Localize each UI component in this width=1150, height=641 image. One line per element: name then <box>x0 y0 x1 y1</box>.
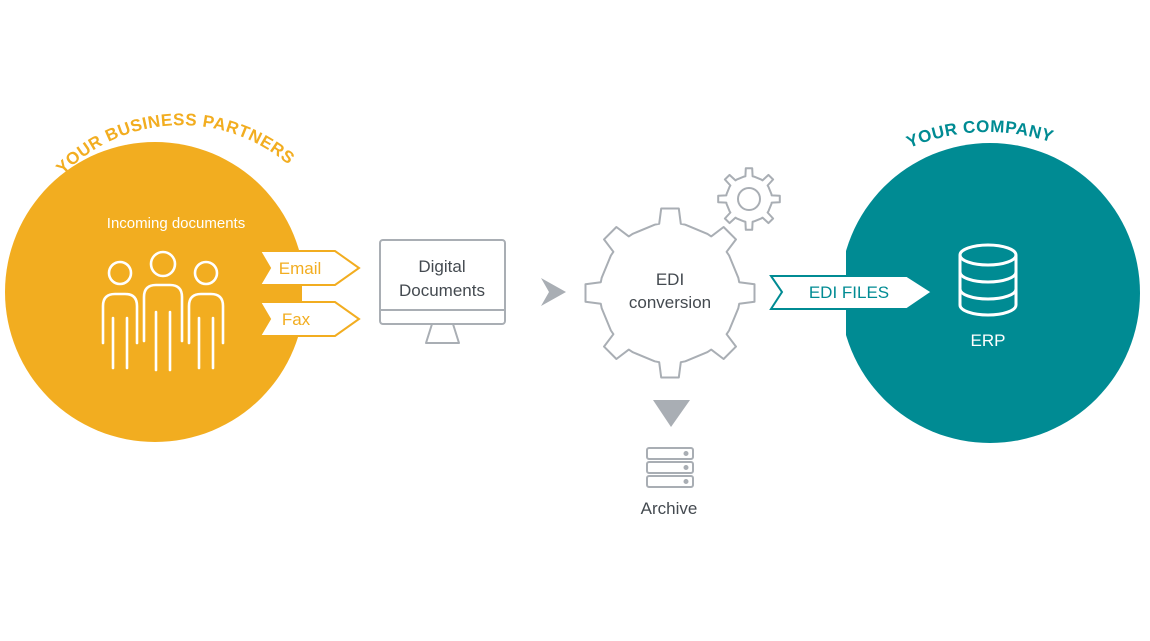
business-partners-group: YOUR BUSINESS PARTNERS Incoming document… <box>5 110 302 442</box>
partner-circle <box>5 142 302 442</box>
database-icon <box>958 243 1018 317</box>
small-gear-hub <box>737 187 761 211</box>
edi-conversion-gear: EDI conversion <box>584 167 781 379</box>
monitor-stand <box>425 323 460 344</box>
incoming-documents-label: Incoming documents <box>107 215 245 232</box>
company-circle <box>846 143 1140 443</box>
email-label: Email <box>279 259 322 278</box>
archive-server-icon <box>646 447 694 488</box>
big-gear-icon <box>584 207 756 379</box>
digital-documents-line1: Digital <box>418 257 465 276</box>
edi-conversion-line1: EDI <box>656 270 684 289</box>
flow-arrow-right <box>541 278 566 306</box>
people-icon <box>101 250 225 372</box>
archive-label: Archive <box>641 499 698 518</box>
digital-documents-line2: Documents <box>399 281 485 300</box>
edi-files-label: EDI FILES <box>809 283 889 302</box>
edi-conversion-line2: conversion <box>629 293 711 312</box>
small-gear-icon <box>717 167 781 231</box>
digital-documents-monitor: Digital Documents <box>379 239 506 344</box>
erp-label: ERP <box>971 331 1006 350</box>
flow-arrow-down <box>653 400 690 427</box>
edi-files-tag: EDI FILES <box>769 275 934 310</box>
fax-tag: Fax <box>258 301 361 337</box>
email-tag: Email <box>258 250 361 286</box>
fax-label: Fax <box>282 310 311 329</box>
